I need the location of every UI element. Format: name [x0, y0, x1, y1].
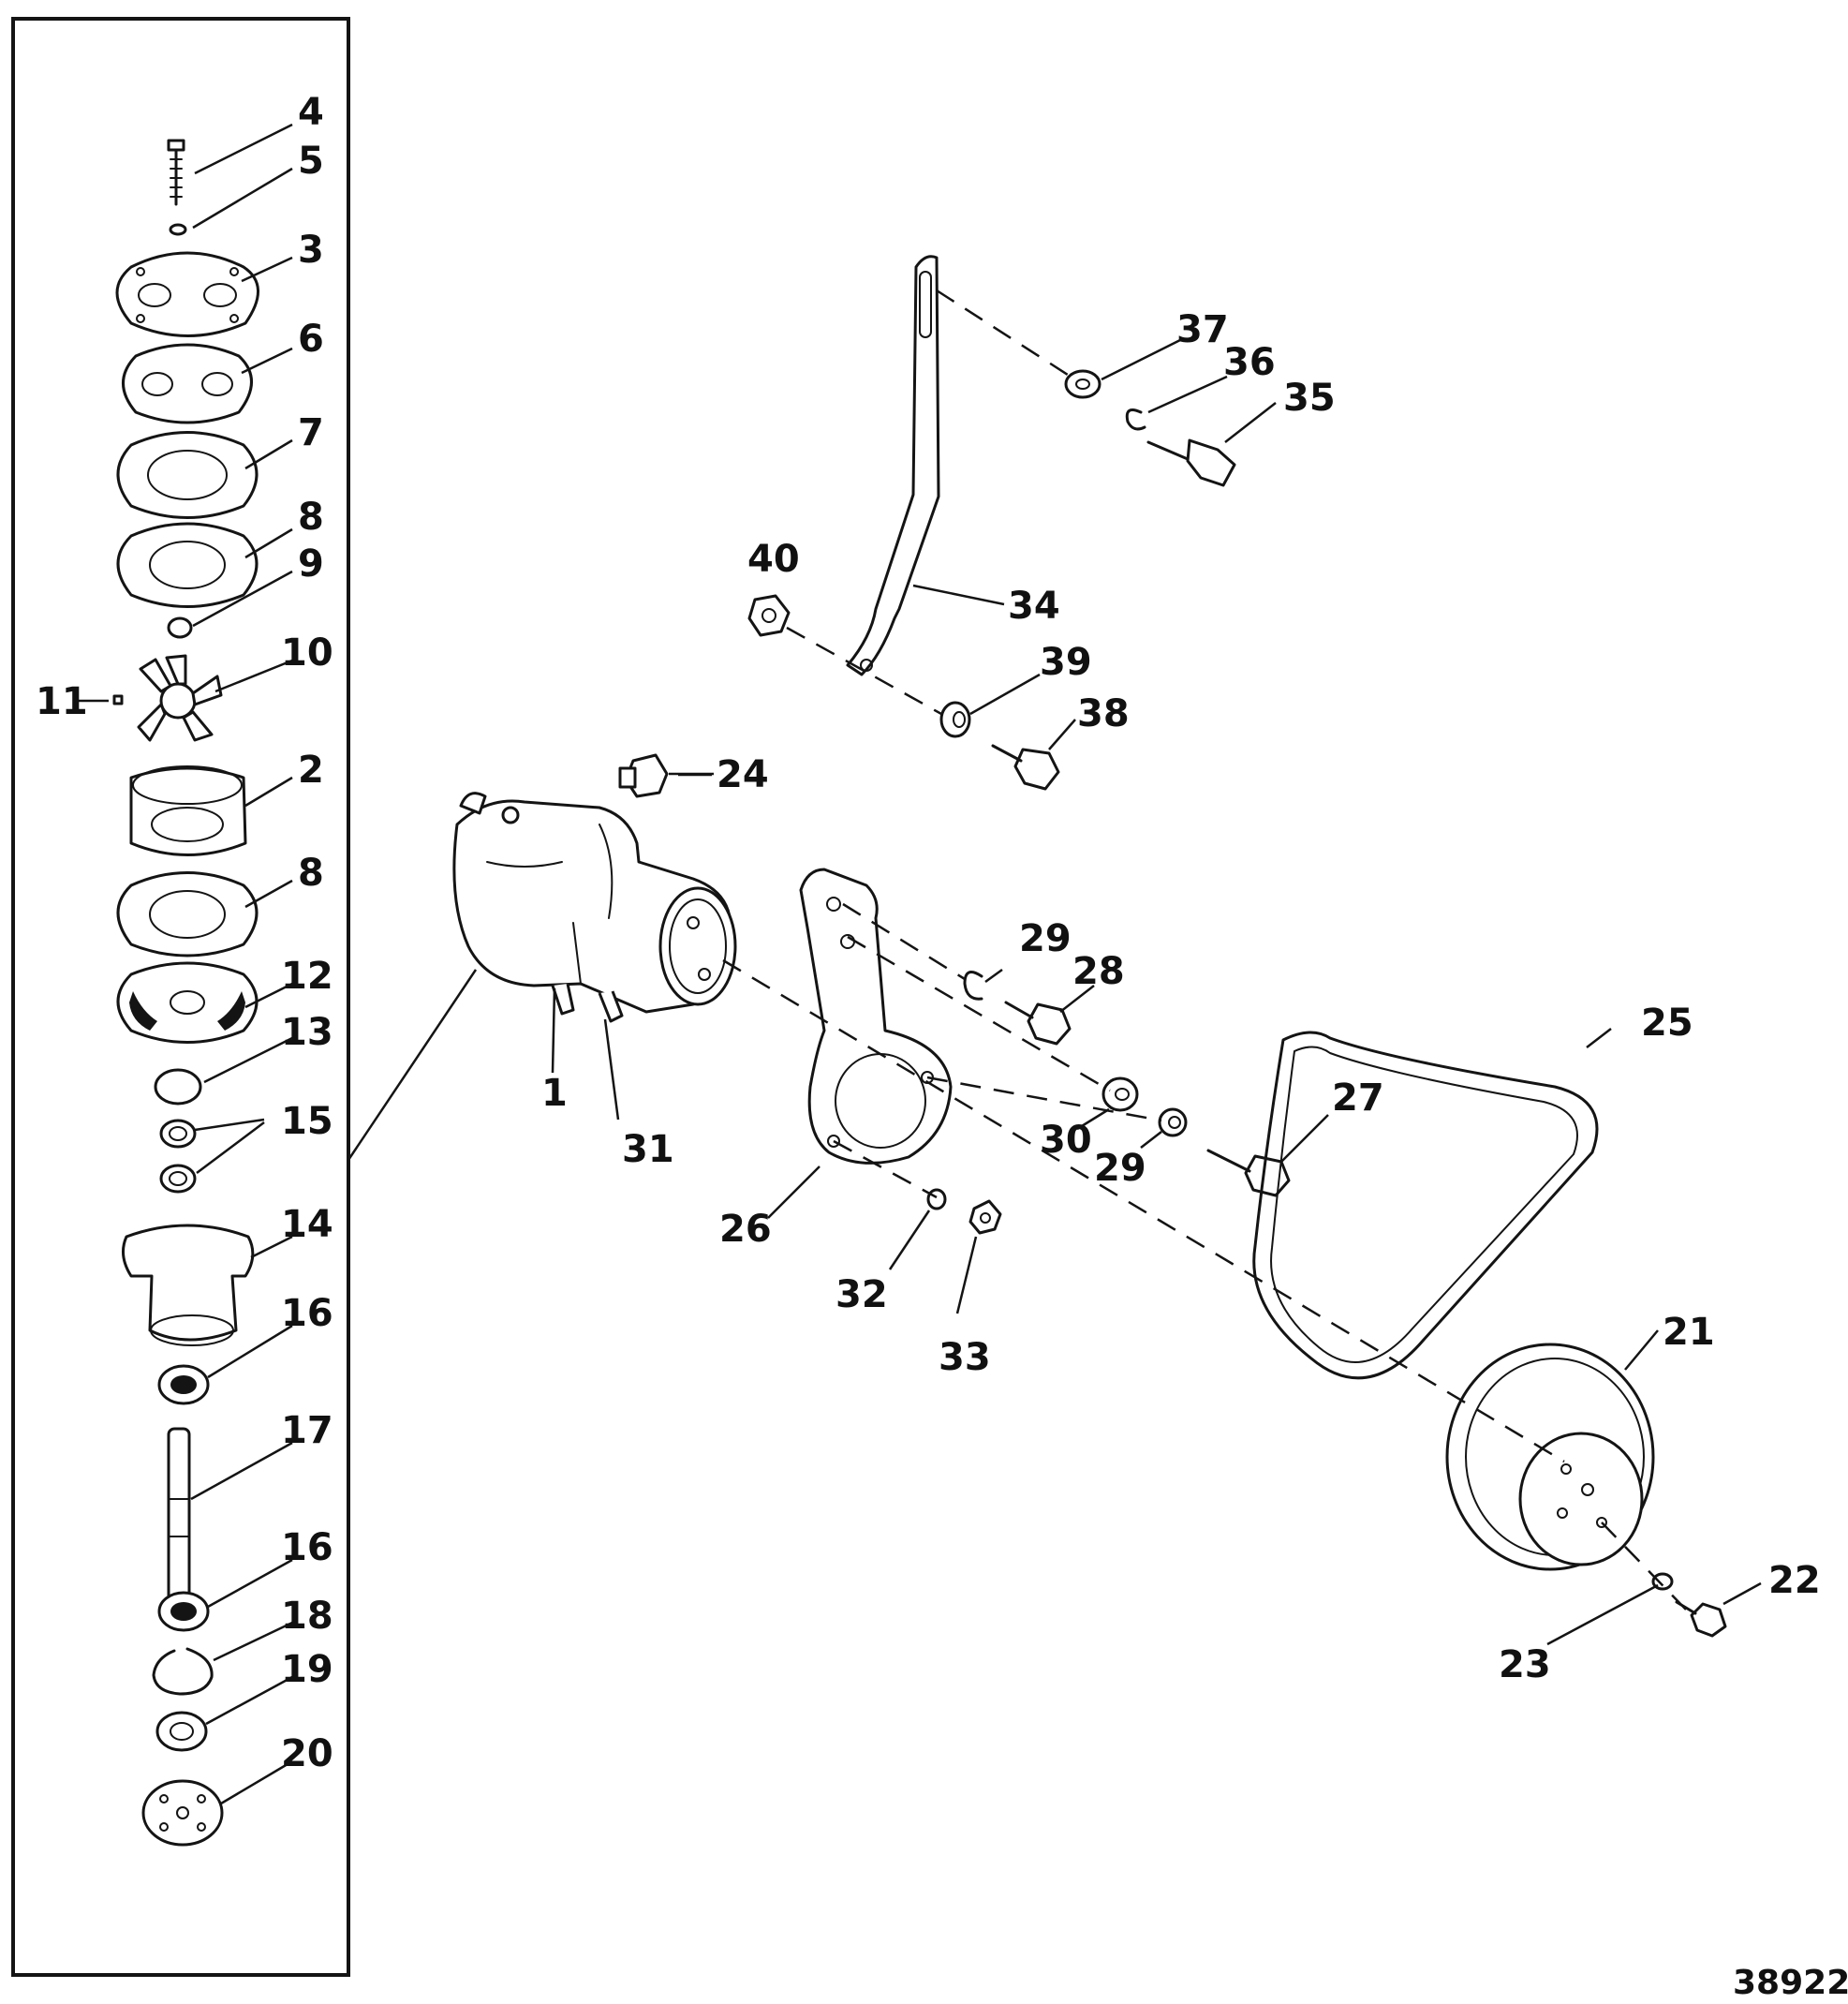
- label-part-31: 31: [622, 1128, 674, 1171]
- part-29-lock-washer-upper: [963, 971, 983, 1001]
- part-28-bolt: [1004, 1001, 1072, 1046]
- part-34-adjusting-strap: [846, 255, 940, 676]
- label-part-29-lower: 29: [1094, 1147, 1146, 1190]
- label-part-15: 15: [281, 1100, 333, 1143]
- label-part-10: 10: [281, 631, 333, 675]
- right-side-leader-lines: [551, 337, 1762, 1646]
- part-9-bushing: [167, 616, 193, 639]
- label-part-38: 38: [1077, 692, 1130, 735]
- part-6-gasket: [122, 343, 253, 424]
- part-18-snap-ring: [152, 1647, 214, 1696]
- label-part-16-lower: 16: [281, 1526, 333, 1569]
- part-38-bolt: [991, 744, 1060, 791]
- label-part-40: 40: [747, 538, 800, 581]
- label-part-36: 36: [1223, 341, 1276, 384]
- label-part-12: 12: [281, 955, 333, 998]
- label-part-39: 39: [1040, 641, 1092, 684]
- part-16-bearing-lower: [157, 1591, 210, 1632]
- panel-to-pump-leader: [347, 969, 478, 1161]
- label-part-8-lower: 8: [298, 852, 324, 895]
- left-panel-leader-lines: [190, 123, 293, 1805]
- part-5-washer: [169, 223, 187, 236]
- label-part-33: 33: [939, 1336, 991, 1379]
- part-12-wear-plate: [116, 961, 259, 1044]
- part-11-key: [112, 694, 124, 705]
- label-part-5: 5: [298, 140, 324, 183]
- label-part-14: 14: [281, 1203, 333, 1246]
- part-25-belt: [1252, 1031, 1599, 1380]
- label-part-35: 35: [1283, 377, 1336, 420]
- part-22-bolt: [1675, 1600, 1727, 1638]
- label-part-25: 25: [1641, 1002, 1693, 1045]
- label-part-22: 22: [1768, 1559, 1821, 1602]
- part-1-water-pump-assembly: [452, 792, 737, 1023]
- part-35-bolt: [1146, 438, 1236, 487]
- part-15-seals: [159, 1119, 197, 1194]
- part-20-hub: [141, 1779, 224, 1847]
- label-part-34: 34: [1008, 585, 1060, 628]
- label-part-29-upper: 29: [1019, 917, 1072, 960]
- label-part-3: 3: [298, 229, 324, 272]
- part-13-o-ring: [154, 1068, 202, 1106]
- label-part-11: 11: [36, 680, 88, 723]
- part-33-nut: [968, 1199, 1002, 1235]
- part-14-bearing-housing: [121, 1224, 255, 1346]
- label-part-18: 18: [281, 1595, 333, 1638]
- part-16-bearing-upper: [157, 1364, 210, 1405]
- label-part-24: 24: [717, 753, 769, 796]
- part-10-impeller: [137, 654, 223, 742]
- part-17-shaft: [167, 1427, 191, 1618]
- label-part-4: 4: [298, 91, 324, 134]
- part-36-lock-washer: [1125, 408, 1146, 431]
- pump-breakdown-panel-frame: [11, 17, 350, 1977]
- part-27-long-bolt: [1206, 1149, 1291, 1197]
- label-part-20: 20: [281, 1732, 333, 1775]
- label-part-26: 26: [719, 1208, 772, 1251]
- label-part-16-upper: 16: [281, 1292, 333, 1335]
- label-part-1: 1: [541, 1072, 568, 1115]
- part-26-mounting-bracket: [799, 868, 953, 1165]
- part-39-washer: [939, 701, 971, 738]
- part-19-spacer: [155, 1711, 208, 1752]
- part-4-bolt: [167, 139, 185, 206]
- label-part-23: 23: [1499, 1643, 1551, 1686]
- part-29-lock-washer-lower: [1158, 1107, 1188, 1137]
- label-part-37: 37: [1176, 308, 1229, 351]
- label-part-21: 21: [1663, 1311, 1715, 1354]
- assembly-alignment-lines: [722, 289, 1687, 1611]
- part-37-washer: [1064, 369, 1101, 399]
- label-part-6: 6: [298, 318, 324, 361]
- label-part-27: 27: [1332, 1076, 1384, 1120]
- label-part-19: 19: [281, 1648, 333, 1691]
- label-part-17: 17: [281, 1409, 333, 1452]
- label-part-9: 9: [298, 542, 324, 586]
- label-part-2: 2: [298, 749, 324, 792]
- part-3-cover-plate: [115, 251, 259, 337]
- label-part-28: 28: [1072, 950, 1125, 993]
- label-part-30: 30: [1040, 1119, 1092, 1162]
- part-21-pulley: [1445, 1343, 1655, 1571]
- label-part-32: 32: [835, 1273, 888, 1316]
- label-part-13: 13: [281, 1011, 333, 1054]
- part-8-gasket-lower: [116, 871, 259, 957]
- label-part-7: 7: [298, 411, 324, 454]
- figure-number: 38922: [1733, 1964, 1848, 2002]
- part-2-pump-housing: [129, 765, 247, 856]
- part-30-washer: [1101, 1076, 1139, 1112]
- part-40-nut: [747, 594, 791, 637]
- part-32-washer: [926, 1188, 947, 1210]
- label-part-8-upper: 8: [298, 496, 324, 539]
- part-8-gasket-upper: [116, 522, 259, 608]
- part-7-plate: [116, 431, 259, 519]
- part-24-fitting: [618, 753, 669, 798]
